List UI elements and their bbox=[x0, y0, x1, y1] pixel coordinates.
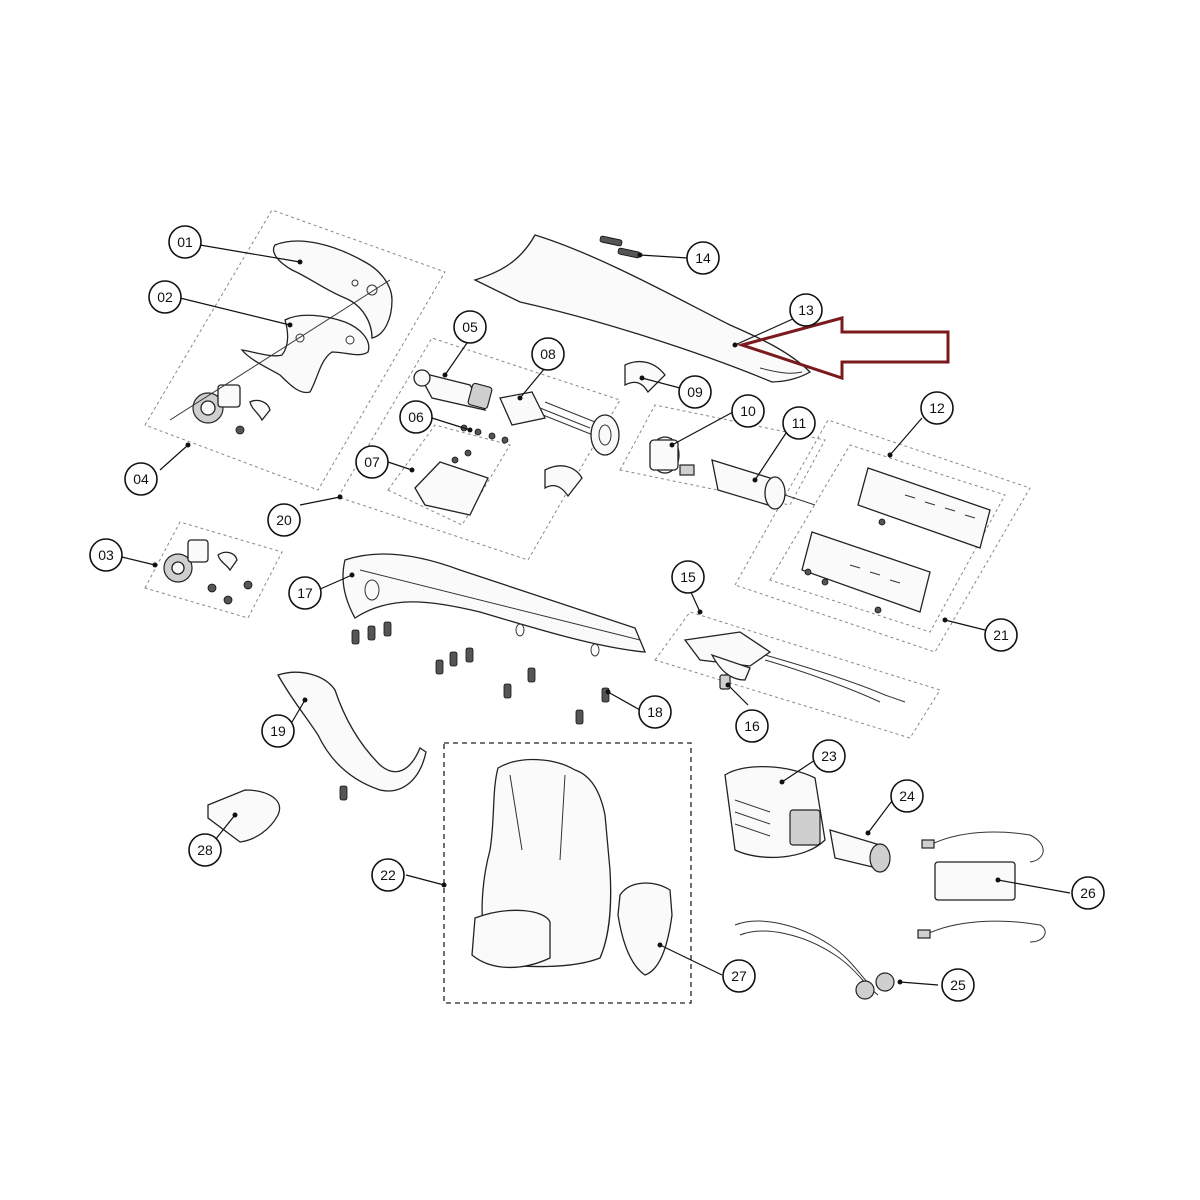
part-09-half-bushings bbox=[544, 361, 666, 498]
callout-label-20: 20 bbox=[276, 512, 292, 528]
callout-05: 05 bbox=[453, 310, 487, 344]
callout-label-12: 12 bbox=[929, 400, 945, 416]
callout-12: 12 bbox=[920, 391, 954, 425]
callout-01: 01 bbox=[168, 225, 202, 259]
callout-02: 02 bbox=[148, 280, 182, 314]
callout-26: 26 bbox=[1071, 876, 1105, 910]
part-27-holster bbox=[617, 882, 673, 976]
part-01-upper-blade-plate bbox=[272, 240, 393, 339]
part-15-trigger-cable bbox=[683, 631, 906, 703]
group-box-03 bbox=[144, 521, 283, 619]
part-08-ball-screw bbox=[499, 391, 620, 456]
highlight-arrow bbox=[736, 316, 950, 381]
callout-label-27: 27 bbox=[731, 968, 747, 984]
part-25-extension-cable bbox=[734, 920, 895, 1000]
callout-label-17: 17 bbox=[297, 585, 313, 601]
callout-08: 08 bbox=[531, 337, 565, 371]
callout-13: 13 bbox=[789, 293, 823, 327]
callout-15: 15 bbox=[671, 560, 705, 594]
part-04-gear-assembly bbox=[169, 279, 391, 435]
callout-label-18: 18 bbox=[647, 704, 663, 720]
part-11-motor bbox=[711, 459, 816, 510]
callout-22: 22 bbox=[371, 858, 405, 892]
callout-14: 14 bbox=[686, 241, 720, 275]
callout-label-08: 08 bbox=[540, 346, 556, 362]
part-07-clamp bbox=[414, 449, 489, 516]
part-21-lower-housing bbox=[801, 531, 931, 614]
callout-16: 16 bbox=[735, 709, 769, 743]
callout-28: 28 bbox=[188, 833, 222, 867]
callout-label-04: 04 bbox=[133, 471, 149, 487]
callout-label-13: 13 bbox=[798, 302, 814, 318]
callout-21: 21 bbox=[984, 618, 1018, 652]
group-box-20 bbox=[337, 337, 621, 561]
callout-label-11: 11 bbox=[792, 415, 807, 431]
group-box-21 bbox=[734, 419, 1031, 653]
callout-10: 10 bbox=[731, 394, 765, 428]
callout-label-03: 03 bbox=[98, 547, 114, 563]
callout-27: 27 bbox=[722, 959, 756, 993]
callout-06: 06 bbox=[399, 400, 433, 434]
part-02-lower-blade-plate bbox=[240, 314, 370, 394]
part-13-top-cover bbox=[473, 234, 812, 383]
callout-07: 07 bbox=[355, 445, 389, 479]
callout-label-09: 09 bbox=[687, 384, 703, 400]
callout-label-14: 14 bbox=[695, 250, 711, 266]
callout-25: 25 bbox=[941, 968, 975, 1002]
callout-label-02: 02 bbox=[157, 289, 173, 305]
callout-23: 23 bbox=[812, 739, 846, 773]
part-12-upper-housing bbox=[857, 467, 991, 549]
part-23-battery bbox=[724, 766, 826, 858]
group-box-04 bbox=[144, 209, 446, 491]
part-18-body-screws bbox=[339, 621, 610, 801]
callout-label-16: 16 bbox=[744, 718, 760, 734]
part-28-blade-cover bbox=[207, 789, 281, 843]
callout-label-01: 01 bbox=[177, 234, 193, 250]
callout-09: 09 bbox=[678, 375, 712, 409]
leader-dots bbox=[152, 252, 1001, 985]
callout-label-10: 10 bbox=[740, 403, 756, 419]
callout-label-05: 05 bbox=[462, 319, 478, 335]
callout-label-22: 22 bbox=[380, 867, 396, 883]
callout-label-19: 19 bbox=[270, 723, 286, 739]
part-05-coupler bbox=[413, 369, 493, 411]
group-box-22 bbox=[443, 742, 692, 1004]
callout-19: 19 bbox=[261, 714, 295, 748]
callout-20: 20 bbox=[267, 503, 301, 537]
group-box-15 bbox=[654, 611, 941, 739]
part-03-gear-set bbox=[163, 539, 253, 605]
callout-label-06: 06 bbox=[408, 409, 424, 425]
leader-lines bbox=[121, 244, 1071, 986]
callout-label-28: 28 bbox=[197, 842, 213, 858]
callout-24: 24 bbox=[890, 779, 924, 813]
part-22-harness-vest bbox=[471, 758, 612, 969]
callout-18: 18 bbox=[638, 695, 672, 729]
callout-label-07: 07 bbox=[364, 454, 380, 470]
callout-label-21: 21 bbox=[993, 627, 1009, 643]
callout-label-15: 15 bbox=[680, 569, 696, 585]
part-19-hand-guard bbox=[277, 671, 427, 792]
callout-03: 03 bbox=[89, 538, 123, 572]
callout-04: 04 bbox=[124, 462, 158, 496]
callout-label-26: 26 bbox=[1080, 885, 1096, 901]
part-26-charger bbox=[917, 831, 1046, 943]
callout-label-25: 25 bbox=[950, 977, 966, 993]
callout-17: 17 bbox=[288, 576, 322, 610]
part-14-screws bbox=[599, 235, 641, 259]
callout-11: 11 bbox=[782, 406, 816, 440]
callout-label-23: 23 bbox=[821, 748, 837, 764]
callout-label-24: 24 bbox=[899, 788, 915, 804]
part-24-connector bbox=[829, 829, 891, 873]
part-17-main-body bbox=[342, 553, 647, 657]
